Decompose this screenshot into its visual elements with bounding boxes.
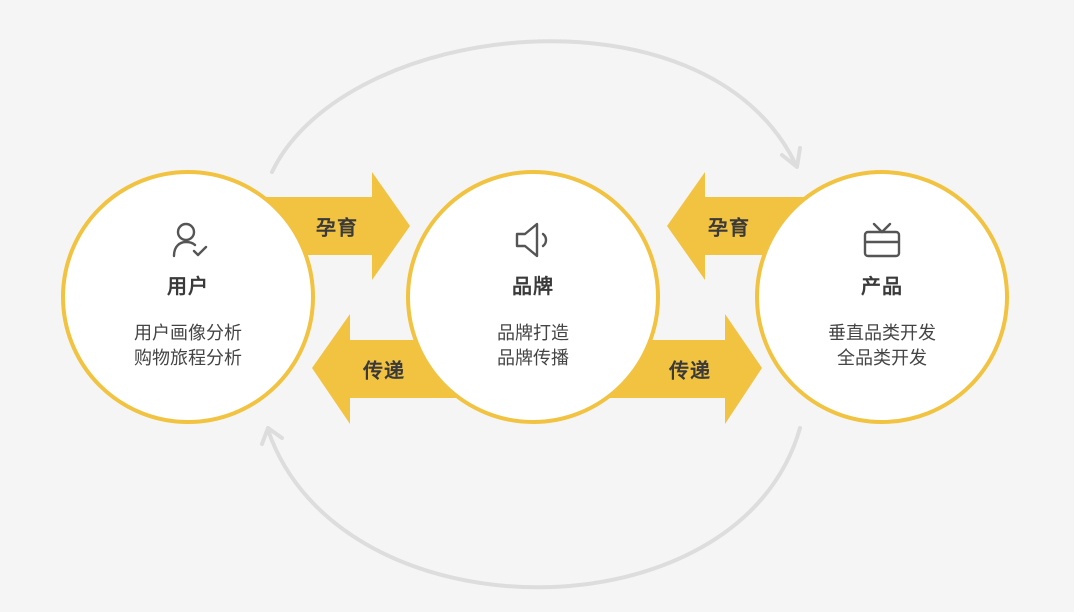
node-description: 用户画像分析 购物旅程分析 (134, 321, 242, 371)
node-description: 品牌打造 品牌传播 (497, 321, 569, 371)
node-user: 用户 用户画像分析 购物旅程分析 (61, 170, 315, 424)
arrow-label-brand-to-user: 传递 (363, 358, 405, 383)
cycle-arc-top (270, 39, 797, 174)
node-desc-line: 用户画像分析 (134, 323, 242, 344)
node-title: 用户 (167, 274, 209, 298)
speaker-icon (511, 218, 555, 262)
user-check-icon (166, 218, 210, 262)
node-title: 产品 (861, 274, 903, 298)
cycle-arc-bottom (266, 426, 802, 590)
arrow-label-user-to-brand: 孕育 (316, 215, 358, 240)
node-desc-line: 垂直品类开发 (828, 323, 936, 344)
node-desc-line: 品牌传播 (497, 348, 569, 369)
node-product: 产品 垂直品类开发 全品类开发 (755, 170, 1009, 424)
node-title: 品牌 (512, 274, 554, 298)
arrow-label-product-to-brand: 孕育 (708, 215, 750, 240)
arrow-label-brand-to-product: 传递 (669, 358, 711, 383)
node-desc-line: 全品类开发 (837, 348, 927, 369)
cycle-arc-bottom-head (260, 426, 284, 446)
tv-icon (860, 218, 904, 262)
node-description: 垂直品类开发 全品类开发 (828, 321, 936, 371)
cycle-arc-top-head (780, 146, 802, 169)
node-desc-line: 购物旅程分析 (134, 348, 242, 369)
node-brand: 品牌 品牌打造 品牌传播 (406, 170, 660, 424)
node-desc-line: 品牌打造 (497, 323, 569, 344)
